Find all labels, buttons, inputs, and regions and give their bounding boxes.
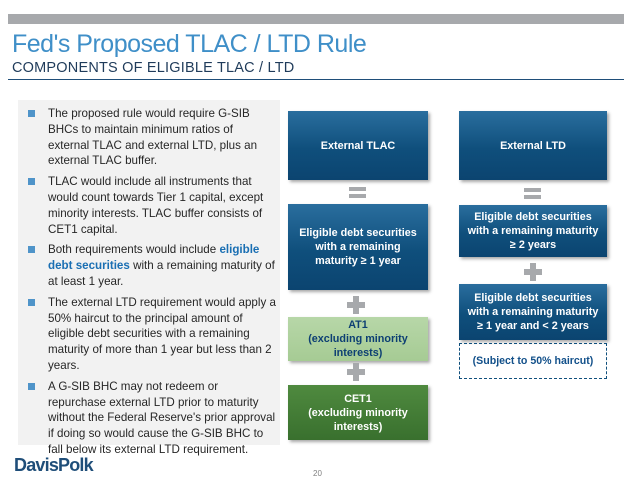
bullet-text: A G-SIB BHC may not redeem or repurchase… [48, 379, 276, 456]
bullet-item: Both requirements would include eligible… [28, 242, 276, 289]
external-ltd-label: External LTD [500, 139, 566, 152]
bullet-text: TLAC would include all instruments that … [48, 175, 264, 236]
ltd-debt-1to2yr-label: Eligible debt securities with a remainin… [467, 292, 599, 332]
square-bullet-icon [28, 246, 35, 254]
plus-icon [347, 363, 365, 381]
haircut-note-label: (Subject to 50% haircut) [472, 355, 594, 367]
external-tlac-box: External TLAC [288, 111, 428, 180]
bullet-item: A G-SIB BHC may not redeem or repurchase… [28, 379, 276, 458]
page-number: 20 [313, 469, 322, 478]
tlac-eligible-debt-box: Eligible debt securities with a remainin… [288, 204, 428, 290]
cet1-box: CET1 (excluding minority interests) [288, 385, 428, 440]
tlac-eligible-debt-label: Eligible debt securities with a remainin… [299, 227, 417, 267]
header-divider [8, 79, 624, 80]
bullet-text-post: with a remaining maturity of at least 1 … [48, 259, 275, 288]
top-accent-bar [8, 14, 624, 24]
ltd-debt-2yr-label: Eligible debt securities with a remainin… [467, 211, 599, 251]
plus-icon [524, 263, 542, 281]
square-bullet-icon [28, 382, 35, 390]
bullet-item: The proposed rule would require G-SIB BH… [28, 106, 276, 169]
page-subtitle: COMPONENTS OF ELIGIBLE TLAC / LTD [12, 60, 295, 76]
haircut-note: (Subject to 50% haircut) [459, 343, 607, 379]
at1-label: AT1 (excluding minority interests) [308, 319, 408, 359]
davis-polk-logo: DavisPolk [14, 455, 94, 475]
page-title: Fed's Proposed TLAC / LTD Rule [12, 30, 367, 58]
bullet-item: TLAC would include all instruments that … [28, 174, 276, 237]
bullet-list: The proposed rule would require G-SIB BH… [28, 106, 276, 463]
equals-icon [524, 188, 541, 199]
square-bullet-icon [28, 110, 35, 117]
bullet-panel [18, 100, 280, 445]
at1-box: AT1 (excluding minority interests) [288, 317, 428, 361]
bullet-text: The external LTD requirement would apply… [48, 295, 276, 372]
square-bullet-icon [28, 178, 35, 186]
square-bullet-icon [28, 298, 35, 306]
equals-icon [349, 187, 366, 198]
cet1-label: CET1 (excluding minority interests) [308, 392, 408, 433]
ltd-debt-1to2yr-box: Eligible debt securities with a remainin… [459, 284, 607, 340]
bullet-text-pre: Both requirements would include [48, 243, 220, 257]
bullet-text: The proposed rule would require G-SIB BH… [48, 107, 258, 168]
plus-icon [347, 296, 365, 314]
external-tlac-label: External TLAC [320, 139, 396, 152]
bullet-item: The external LTD requirement would apply… [28, 295, 276, 374]
ltd-debt-2yr-box: Eligible debt securities with a remainin… [459, 205, 607, 257]
external-ltd-box: External LTD [459, 111, 607, 180]
bullet-highlight: eligible debt securities [48, 243, 260, 273]
